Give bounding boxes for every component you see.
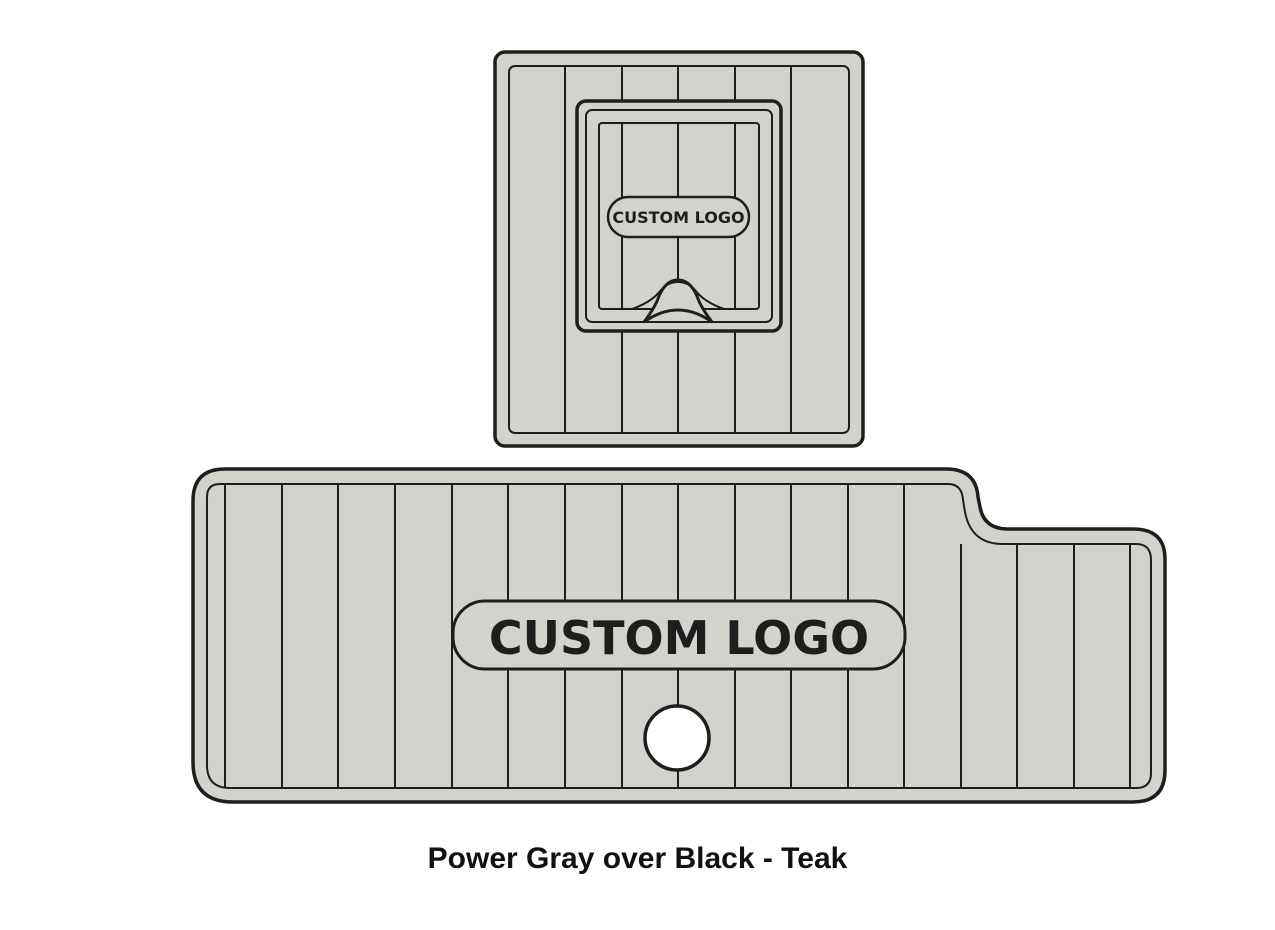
bottom-pad-logo-badge: CUSTOM LOGO [451,599,907,671]
top-pad: CUSTOM LOGO [493,50,865,448]
inset-panel-border [585,109,773,323]
top-logo-badge-outline [606,195,751,239]
bottom-logo-badge-outline [451,599,907,671]
bottom-logo-text: CUSTOM LOGO [489,611,869,665]
bottom-pad-inner-border [206,483,1152,789]
top-pad-grooves [564,66,792,433]
cup-hole [643,704,711,772]
finger-notch-inner [631,280,725,310]
product-caption: Power Gray over Black - Teak [427,842,848,875]
top-logo-text: CUSTOM LOGO [612,208,744,227]
top-pad-logo-badge: CUSTOM LOGO [606,195,751,239]
bottom-pad: CUSTOM LOGO [191,467,1167,804]
